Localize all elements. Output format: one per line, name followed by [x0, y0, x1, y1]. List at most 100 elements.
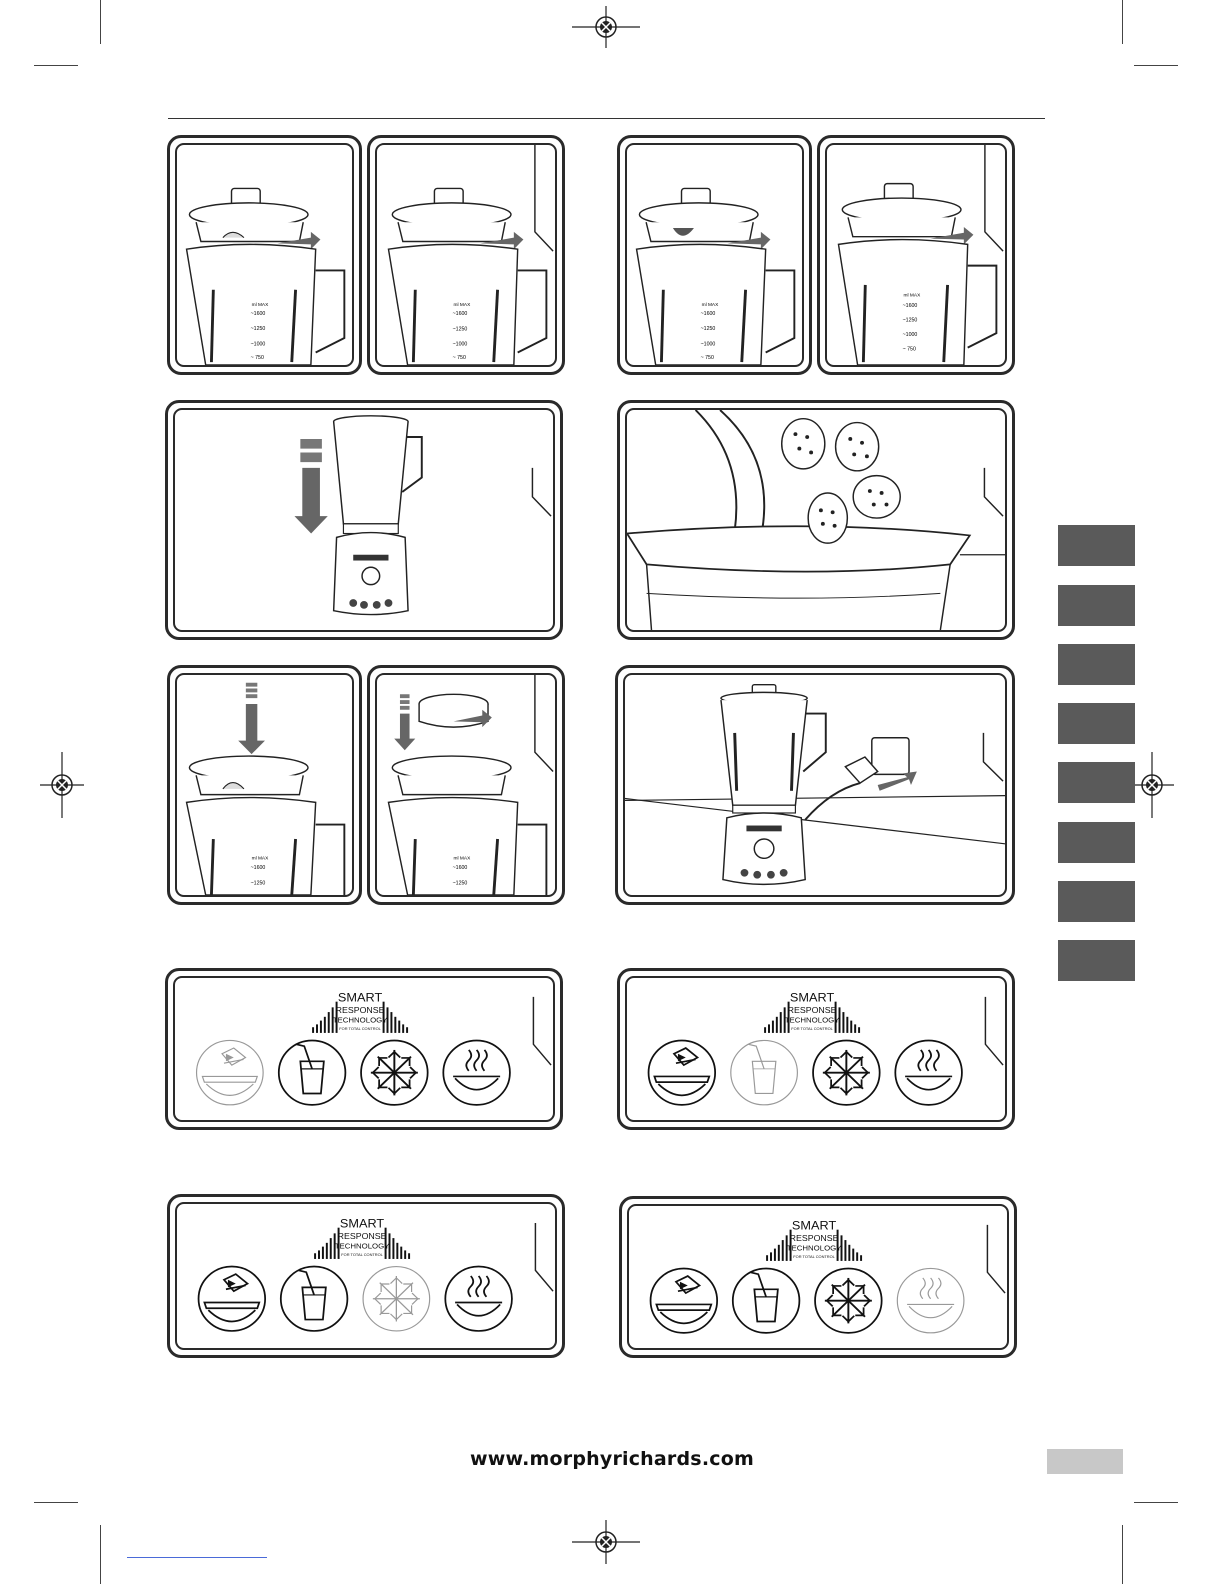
- crop-mark: [100, 1525, 101, 1584]
- srt-logo-line4: FOR TOTAL CONTROL: [341, 1253, 383, 1257]
- svg-text:~1250: ~1250: [903, 318, 918, 324]
- lid-step-panel-3: ml MAX ~1600 ~1250 ~1000 ~ 750: [617, 135, 812, 375]
- lid-step-panel-2: ml MAX ~1600 ~1250 ~1000 ~ 750: [367, 135, 565, 375]
- lid-step-panel-4: ml MAX ~1600 ~1250 ~1000 ~ 750: [817, 135, 1015, 375]
- language-tab[interactable]: [1058, 585, 1135, 626]
- svg-text:~1250: ~1250: [251, 880, 266, 886]
- svg-text:ml MAX: ml MAX: [252, 855, 270, 861]
- ice-crush-icon[interactable]: [362, 1265, 431, 1332]
- crop-mark: [1122, 1525, 1123, 1584]
- srt-logo-line4: FOR TOTAL CONTROL: [339, 1027, 381, 1031]
- srt-logo-line1: SMART: [340, 1217, 385, 1231]
- svg-text:~1600: ~1600: [903, 303, 918, 309]
- add-ingredients-panel: [617, 400, 1015, 640]
- srt-logo-line3: TECHNOLOGY: [785, 1016, 840, 1025]
- pulse-chop-icon[interactable]: [647, 1039, 717, 1106]
- plug-in-illustration: [625, 683, 1005, 886]
- svg-text:~1250: ~1250: [453, 880, 468, 886]
- svg-text:~1000: ~1000: [701, 342, 716, 348]
- language-tab[interactable]: [1058, 525, 1135, 566]
- crop-mark: [1122, 0, 1123, 44]
- svg-text:~1600: ~1600: [701, 311, 716, 317]
- jug-lid-illustration: ml MAX ~1600 ~1250 ~1000 ~ 750: [387, 145, 554, 365]
- srt-logo-line4: FOR TOTAL CONTROL: [793, 1255, 835, 1259]
- language-tab[interactable]: [1058, 881, 1135, 922]
- svg-text:~ 750: ~ 750: [453, 355, 466, 361]
- raspberries-into-jug-illustration: [627, 410, 1005, 630]
- header-rule: [168, 118, 1045, 119]
- smoothie-icon[interactable]: [731, 1267, 801, 1334]
- srt-logo-line4: FOR TOTAL CONTROL: [791, 1027, 833, 1031]
- crop-mark: [34, 65, 78, 66]
- jug-marking-unit: ml MAX: [252, 302, 270, 308]
- srt-logo-line1: SMART: [790, 991, 835, 1005]
- svg-text:ml MAX: ml MAX: [702, 302, 720, 308]
- soup-icon[interactable]: [442, 1039, 511, 1106]
- socket-icon: [871, 736, 910, 776]
- registration-mark-left: [40, 752, 84, 818]
- svg-text:~1000: ~1000: [903, 332, 918, 338]
- svg-text:~1600: ~1600: [453, 865, 468, 871]
- jug-marking: ~1600: [251, 311, 266, 317]
- srt-logo-line1: SMART: [792, 1219, 837, 1233]
- crop-mark: [100, 0, 101, 44]
- fit-lid-illustration: ml MAX ~1600 ~1250: [185, 682, 346, 895]
- blender-assembly-illustration: [294, 415, 552, 616]
- svg-text:~1250: ~1250: [701, 326, 716, 332]
- soup-icon[interactable]: [444, 1265, 513, 1332]
- jug-lid-illustration: ml MAX ~1600 ~1250 ~1000 ~ 750: [185, 187, 346, 365]
- language-tab[interactable]: [1058, 940, 1135, 981]
- pulse-chop-icon[interactable]: [195, 1039, 264, 1106]
- jug-marking: ~1250: [251, 326, 266, 332]
- srt-logo-line3: TECHNOLOGY: [335, 1242, 390, 1251]
- soup-icon[interactable]: [896, 1267, 965, 1334]
- pulse-chop-icon[interactable]: [197, 1265, 267, 1332]
- registration-mark-top: [572, 6, 640, 48]
- srt-logo-line2: RESPONSE: [338, 1231, 387, 1241]
- svg-text:~ 750: ~ 750: [903, 347, 916, 353]
- ice-crush-icon[interactable]: [360, 1039, 429, 1106]
- svg-text:ml MAX: ml MAX: [904, 292, 922, 298]
- smoothie-icon[interactable]: [730, 1039, 798, 1106]
- srt-logo-line3: TECHNOLOGY: [787, 1244, 842, 1253]
- svg-text:~1000: ~1000: [453, 342, 468, 348]
- svg-text:~1250: ~1250: [453, 326, 468, 332]
- srt-logo-line3: TECHNOLOGY: [333, 1016, 388, 1025]
- srt-logo-line2: RESPONSE: [336, 1005, 385, 1015]
- registration-mark-bottom: [572, 1520, 640, 1564]
- language-tab[interactable]: [1058, 762, 1135, 803]
- ice-crush-icon[interactable]: [814, 1267, 883, 1334]
- fit-cap-panel: ml MAX ~1600 ~1250: [367, 665, 565, 905]
- lid-step-panel-1: ml MAX ~1600 ~1250 ~1000 ~ 750: [167, 135, 362, 375]
- pulse-chop-icon[interactable]: [649, 1267, 719, 1334]
- crop-mark: [34, 1502, 78, 1503]
- smoothie-icon[interactable]: [277, 1039, 347, 1106]
- svg-text:~1600: ~1600: [251, 865, 266, 871]
- link-underline: [127, 1557, 267, 1558]
- soup-icon[interactable]: [894, 1039, 963, 1106]
- fit-cap-illustration: ml MAX ~1600 ~1250: [387, 675, 554, 895]
- jug-lid-illustration: ml MAX ~1600 ~1250 ~1000 ~ 750: [837, 145, 1004, 365]
- plug-icon: [844, 756, 879, 785]
- svg-text:ml MAX: ml MAX: [454, 302, 472, 308]
- language-tab[interactable]: [1058, 644, 1135, 685]
- website-url[interactable]: www.morphyrichards.com: [470, 1448, 754, 1470]
- ice-crush-icon[interactable]: [812, 1039, 881, 1106]
- jug-marking: ~1000: [251, 342, 266, 348]
- smoothie-icon[interactable]: [279, 1265, 349, 1332]
- svg-text:~ 750: ~ 750: [701, 355, 714, 361]
- svg-text:ml MAX: ml MAX: [454, 855, 472, 861]
- fit-lid-panel: ml MAX ~1600 ~1250: [167, 665, 362, 905]
- srt-logo-line1: SMART: [338, 991, 383, 1005]
- language-tab[interactable]: [1058, 822, 1135, 863]
- language-tab[interactable]: [1058, 703, 1135, 744]
- plug-in-panel: [615, 665, 1015, 905]
